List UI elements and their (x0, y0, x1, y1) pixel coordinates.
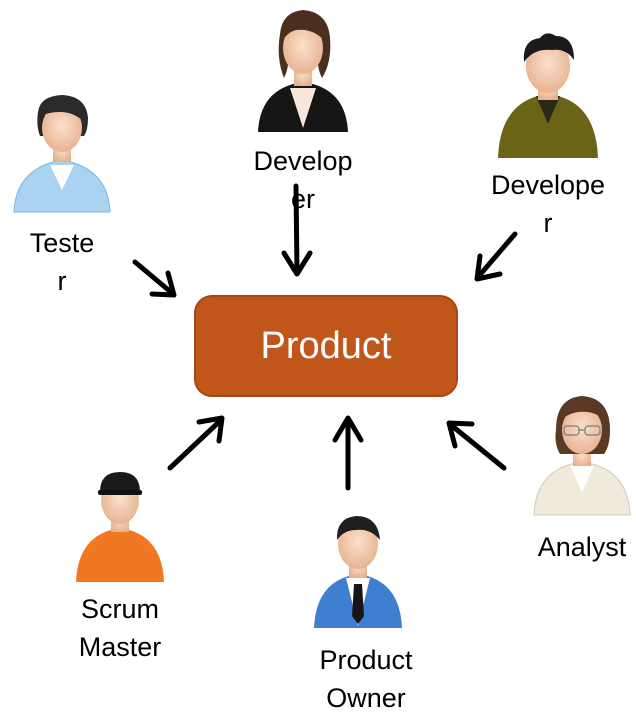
role-label-line: Owner (326, 683, 406, 713)
role-label-developer: Develop er (240, 142, 366, 218)
role-label-scrum-master: Scrum Master (62, 590, 178, 666)
tester-avatar-icon (13, 95, 111, 213)
product-owner-avatar-icon (314, 516, 402, 628)
role-label-line: Develop (253, 146, 353, 176)
role-label-analyst: Analyst (528, 528, 636, 566)
role-label-developer: Develope r (480, 166, 616, 242)
role-label-line: Develope (490, 170, 606, 200)
arrow (167, 415, 225, 471)
analyst-avatar-icon (533, 396, 631, 516)
role-label-line: Scrum (80, 594, 159, 624)
product-node: Product (194, 295, 458, 397)
arrow (474, 231, 518, 282)
scrum-master-avatar-icon (76, 472, 164, 582)
role-label-tester: Teste r (20, 224, 104, 300)
arrow (281, 183, 313, 277)
role-label-line: er (290, 184, 315, 214)
arrow (446, 420, 507, 471)
arrow (132, 259, 177, 298)
role-label-line: Product (319, 645, 413, 675)
developer-avatar-icon (258, 10, 348, 132)
role-label-line: r (57, 266, 67, 296)
product-label: Product (260, 324, 392, 367)
role-label-product-owner: Product Owner (304, 641, 428, 717)
role-label-line: Master (78, 632, 162, 662)
developer-avatar-icon (498, 33, 598, 158)
role-label-line: r (543, 208, 553, 238)
role-label-line: Analyst (537, 532, 627, 562)
arrow (332, 415, 364, 491)
role-label-line: Teste (29, 228, 95, 258)
